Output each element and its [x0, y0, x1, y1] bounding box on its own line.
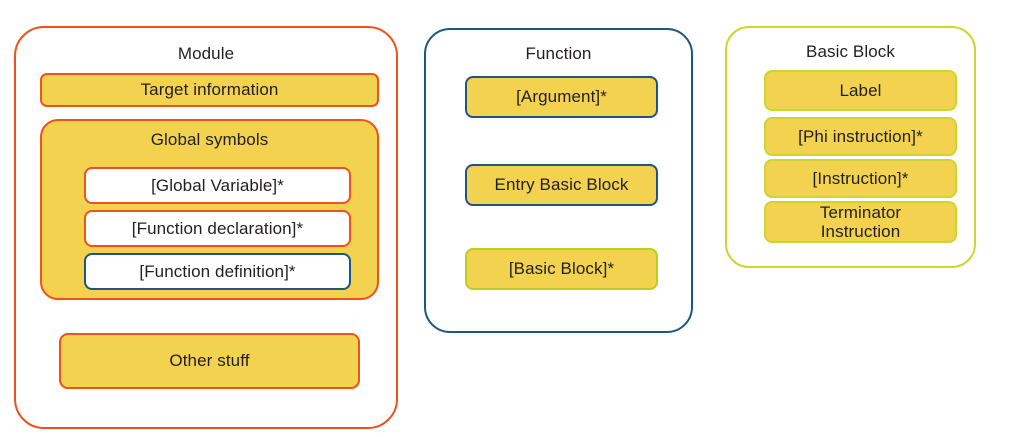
entry-basic-block-label: Entry Basic Block: [494, 175, 629, 194]
other-stuff-label: Other stuff: [169, 351, 250, 370]
basic-block-label: [Basic Block]*: [508, 259, 615, 278]
global-symbols-group: Global symbols [Global Variable]* [Funct…: [40, 119, 379, 300]
terminator-instruction-label: Terminator Instruction: [819, 203, 902, 241]
target-information-label: Target information: [140, 80, 279, 99]
global-variable-box: [Global Variable]*: [84, 167, 351, 204]
module-panel-title: Module: [177, 44, 235, 63]
label-box-label: Label: [839, 80, 882, 100]
phi-instruction-label: [Phi instruction]*: [798, 126, 923, 146]
instruction-label: [Instruction]*: [812, 168, 909, 188]
argument-box: [Argument]*: [465, 76, 658, 118]
global-variable-label: [Global Variable]*: [151, 175, 284, 195]
global-symbols-title: Global symbols: [150, 130, 269, 149]
entry-basic-block-box: Entry Basic Block: [465, 164, 658, 206]
phi-instruction-box: [Phi instruction]*: [764, 117, 957, 156]
function-declaration-box: [Function declaration]*: [84, 210, 351, 247]
function-panel: Function [Argument]* Entry Basic Block […: [424, 28, 693, 333]
label-box: Label: [764, 70, 957, 111]
function-definition-box: [Function definition]*: [84, 253, 351, 290]
function-panel-title: Function: [525, 44, 592, 63]
other-stuff-box: Other stuff: [59, 333, 360, 389]
function-definition-label: [Function definition]*: [139, 261, 296, 281]
terminator-instruction-box: Terminator Instruction: [764, 201, 957, 243]
module-panel: Module Target information Global symbols…: [14, 26, 398, 429]
basic-block-panel: Basic Block Label [Phi instruction]* [In…: [725, 26, 976, 268]
target-information-box: Target information: [40, 73, 379, 107]
basic-block-box: [Basic Block]*: [465, 248, 658, 290]
basic-block-panel-title: Basic Block: [806, 42, 895, 61]
argument-label: [Argument]*: [516, 87, 607, 106]
instruction-box: [Instruction]*: [764, 159, 957, 198]
function-declaration-label: [Function declaration]*: [131, 218, 304, 238]
